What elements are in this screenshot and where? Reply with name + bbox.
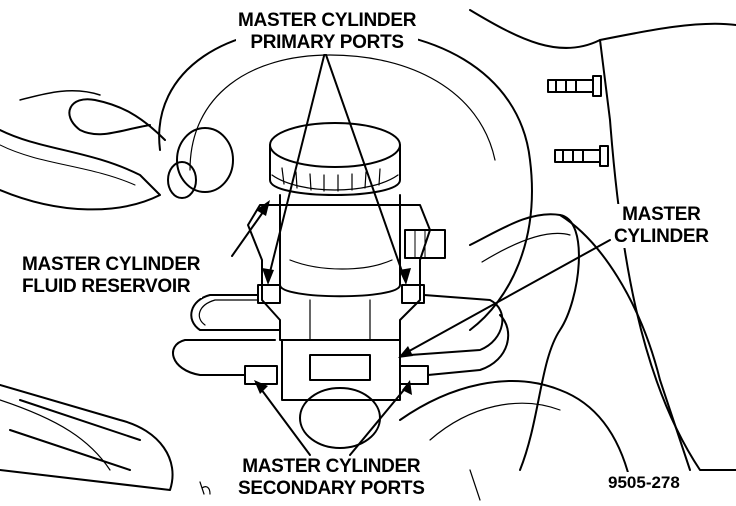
label-master-cylinder: MASTER CYLINDER [612,204,711,248]
secondary-port-left [244,365,278,385]
label-primary-ports-line2: PRIMARY PORTS [250,32,404,53]
label-master-cylinder-line1: MASTER [622,204,701,225]
vacuum-line [68,98,166,141]
firewall-bolt-upper [547,75,602,97]
brake-booster [158,27,533,331]
left-hose [0,129,161,211]
arrowheads [254,200,413,395]
booster-inner-ring [189,54,496,171]
label-secondary-ports: MASTER CYLINDER SECONDARY PORTS [236,456,427,500]
check-valve [176,127,234,193]
figure-number: 9505-278 [606,472,682,494]
label-primary-ports: MASTER CYLINDER PRIMARY PORTS [236,10,419,54]
label-fluid-reservoir-line2: FLUID RESERVOIR [22,276,191,297]
wiring-harness [469,213,580,471]
label-secondary-ports-line2: SECONDARY PORTS [238,478,425,499]
firewall-panel [469,9,736,471]
label-master-cylinder-line2: CYLINDER [614,226,709,247]
fluid-reservoir [269,122,401,298]
label-primary-ports-line1: MASTER CYLINDER [238,10,417,31]
lower-hose-left [0,384,174,491]
label-fluid-reservoir: MASTER CYLINDER FLUID RESERVOIR [20,254,203,298]
firewall-bolt-lower [554,145,609,167]
primary-port-right [401,284,425,304]
secondary-port-right [399,365,429,385]
lower-hose-right [399,380,631,481]
leader-lines [231,51,611,456]
brake-line-right [409,294,510,376]
brake-line-left [172,294,281,376]
label-secondary-ports-line1: MASTER CYLINDER [242,456,421,477]
label-fluid-reservoir-line1: MASTER CYLINDER [22,254,201,275]
master-cylinder-body [247,204,431,449]
